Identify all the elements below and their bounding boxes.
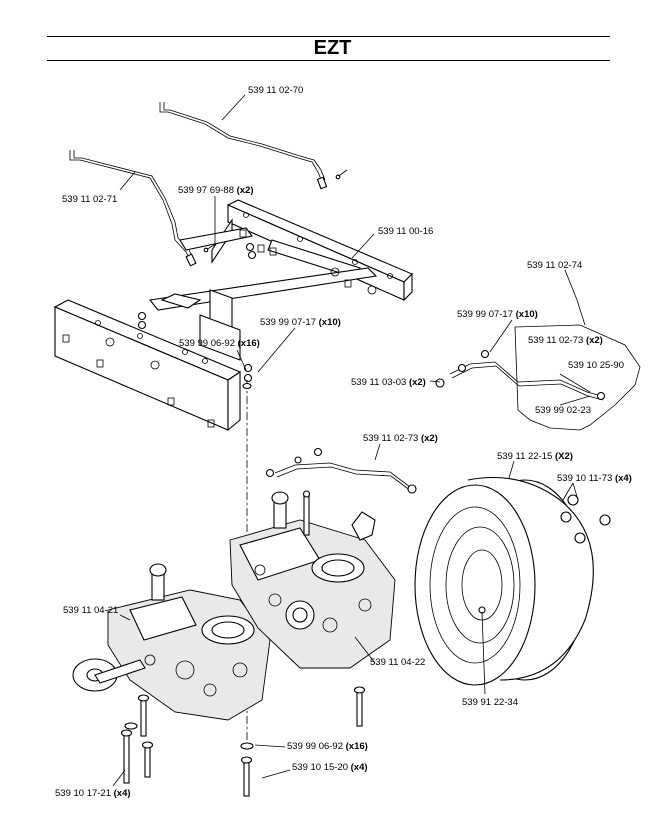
callout-p3: 539 97 69-88 (x2) <box>178 185 254 196</box>
linkage-rod-lower <box>265 447 417 494</box>
transmission-left <box>72 563 271 721</box>
callout-p5: 539 11 02-74 <box>527 260 582 271</box>
page-title: EZT <box>313 37 352 59</box>
wheel-tire <box>414 476 594 686</box>
callout-p15: 539 10 11-73 (x4) <box>557 473 632 484</box>
callout-p1: 539 11 02-70 <box>248 85 303 96</box>
callout-p10: 539 99 02-23 <box>535 405 591 416</box>
callout-p11: 539 99 07-17 (x10) <box>260 317 341 328</box>
callout-p2: 539 11 02-71 <box>62 194 117 205</box>
callout-p20: 539 10 15-20 (x4) <box>292 762 368 773</box>
callout-p8: 539 10 25-90 <box>568 360 624 371</box>
callout-outline <box>514 324 641 431</box>
callout-labels: 539 11 02-70 539 11 02-71 539 97 69-88 (… <box>55 85 632 799</box>
linkage-rod-assembly <box>435 349 606 401</box>
callout-p12: 539 99 06-92 (x16) <box>179 338 260 349</box>
transmission-right <box>229 491 396 669</box>
callout-p6: 539 99 07-17 (x10) <box>457 309 538 320</box>
callout-p18: 539 91 22-34 <box>462 697 518 708</box>
lug-nuts <box>560 494 611 544</box>
callout-p21: 539 10 17-21 (x4) <box>55 788 131 799</box>
callout-p14: 539 11 22-15 (X2) <box>497 451 573 462</box>
header-rule-bottom <box>47 60 610 61</box>
frame <box>53 199 413 432</box>
hardware <box>120 382 366 797</box>
callout-p9: 539 11 03-03 (x2) <box>351 377 426 388</box>
callout-p17: 539 11 04-22 <box>370 657 425 668</box>
callout-p16: 539 11 04-21 <box>63 605 118 616</box>
leader-lines <box>112 94 591 787</box>
control-rod-upper <box>159 102 348 190</box>
header-rule-top <box>47 36 610 37</box>
callout-p19: 539 99 06-92 (x16) <box>287 741 368 752</box>
callout-p13: 539 11 02-73 (x2) <box>363 433 438 444</box>
callout-p4: 539 11 00-16 <box>378 226 433 237</box>
callout-p7: 539 11 02-73 (x2) <box>528 335 603 346</box>
